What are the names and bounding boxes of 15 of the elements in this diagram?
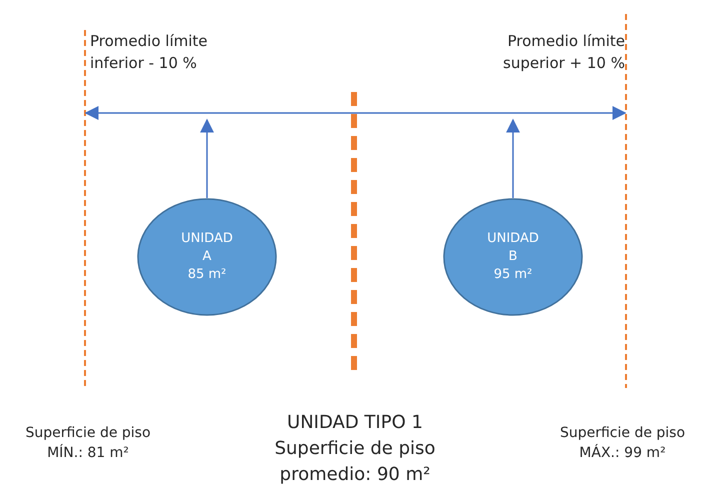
range-arrow [85,106,626,120]
annotation-text: Superficie de piso promedio: 90 m² [274,437,436,487]
annotation-text: Promedio límite inferior - 10 % [90,31,208,74]
node-label: UNIDAD B [486,230,540,266]
ellipse-node [443,198,583,316]
node-label: 85 m² [188,266,226,284]
annotation-text: Promedio límite superior + 10 % [502,31,625,74]
annotation-text: UNIDAD TIPO 1 [286,411,424,435]
node-label: UNIDAD A [180,230,234,266]
annotation-text: Superficie de piso MÍN.: 81 m² [24,424,152,463]
arrow [506,118,520,198]
node-label: 95 m² [494,266,532,284]
arrow [200,118,214,198]
annotation-text: Superficie de piso MÁX.: 99 m² [558,424,686,463]
ellipse-node [137,198,277,316]
